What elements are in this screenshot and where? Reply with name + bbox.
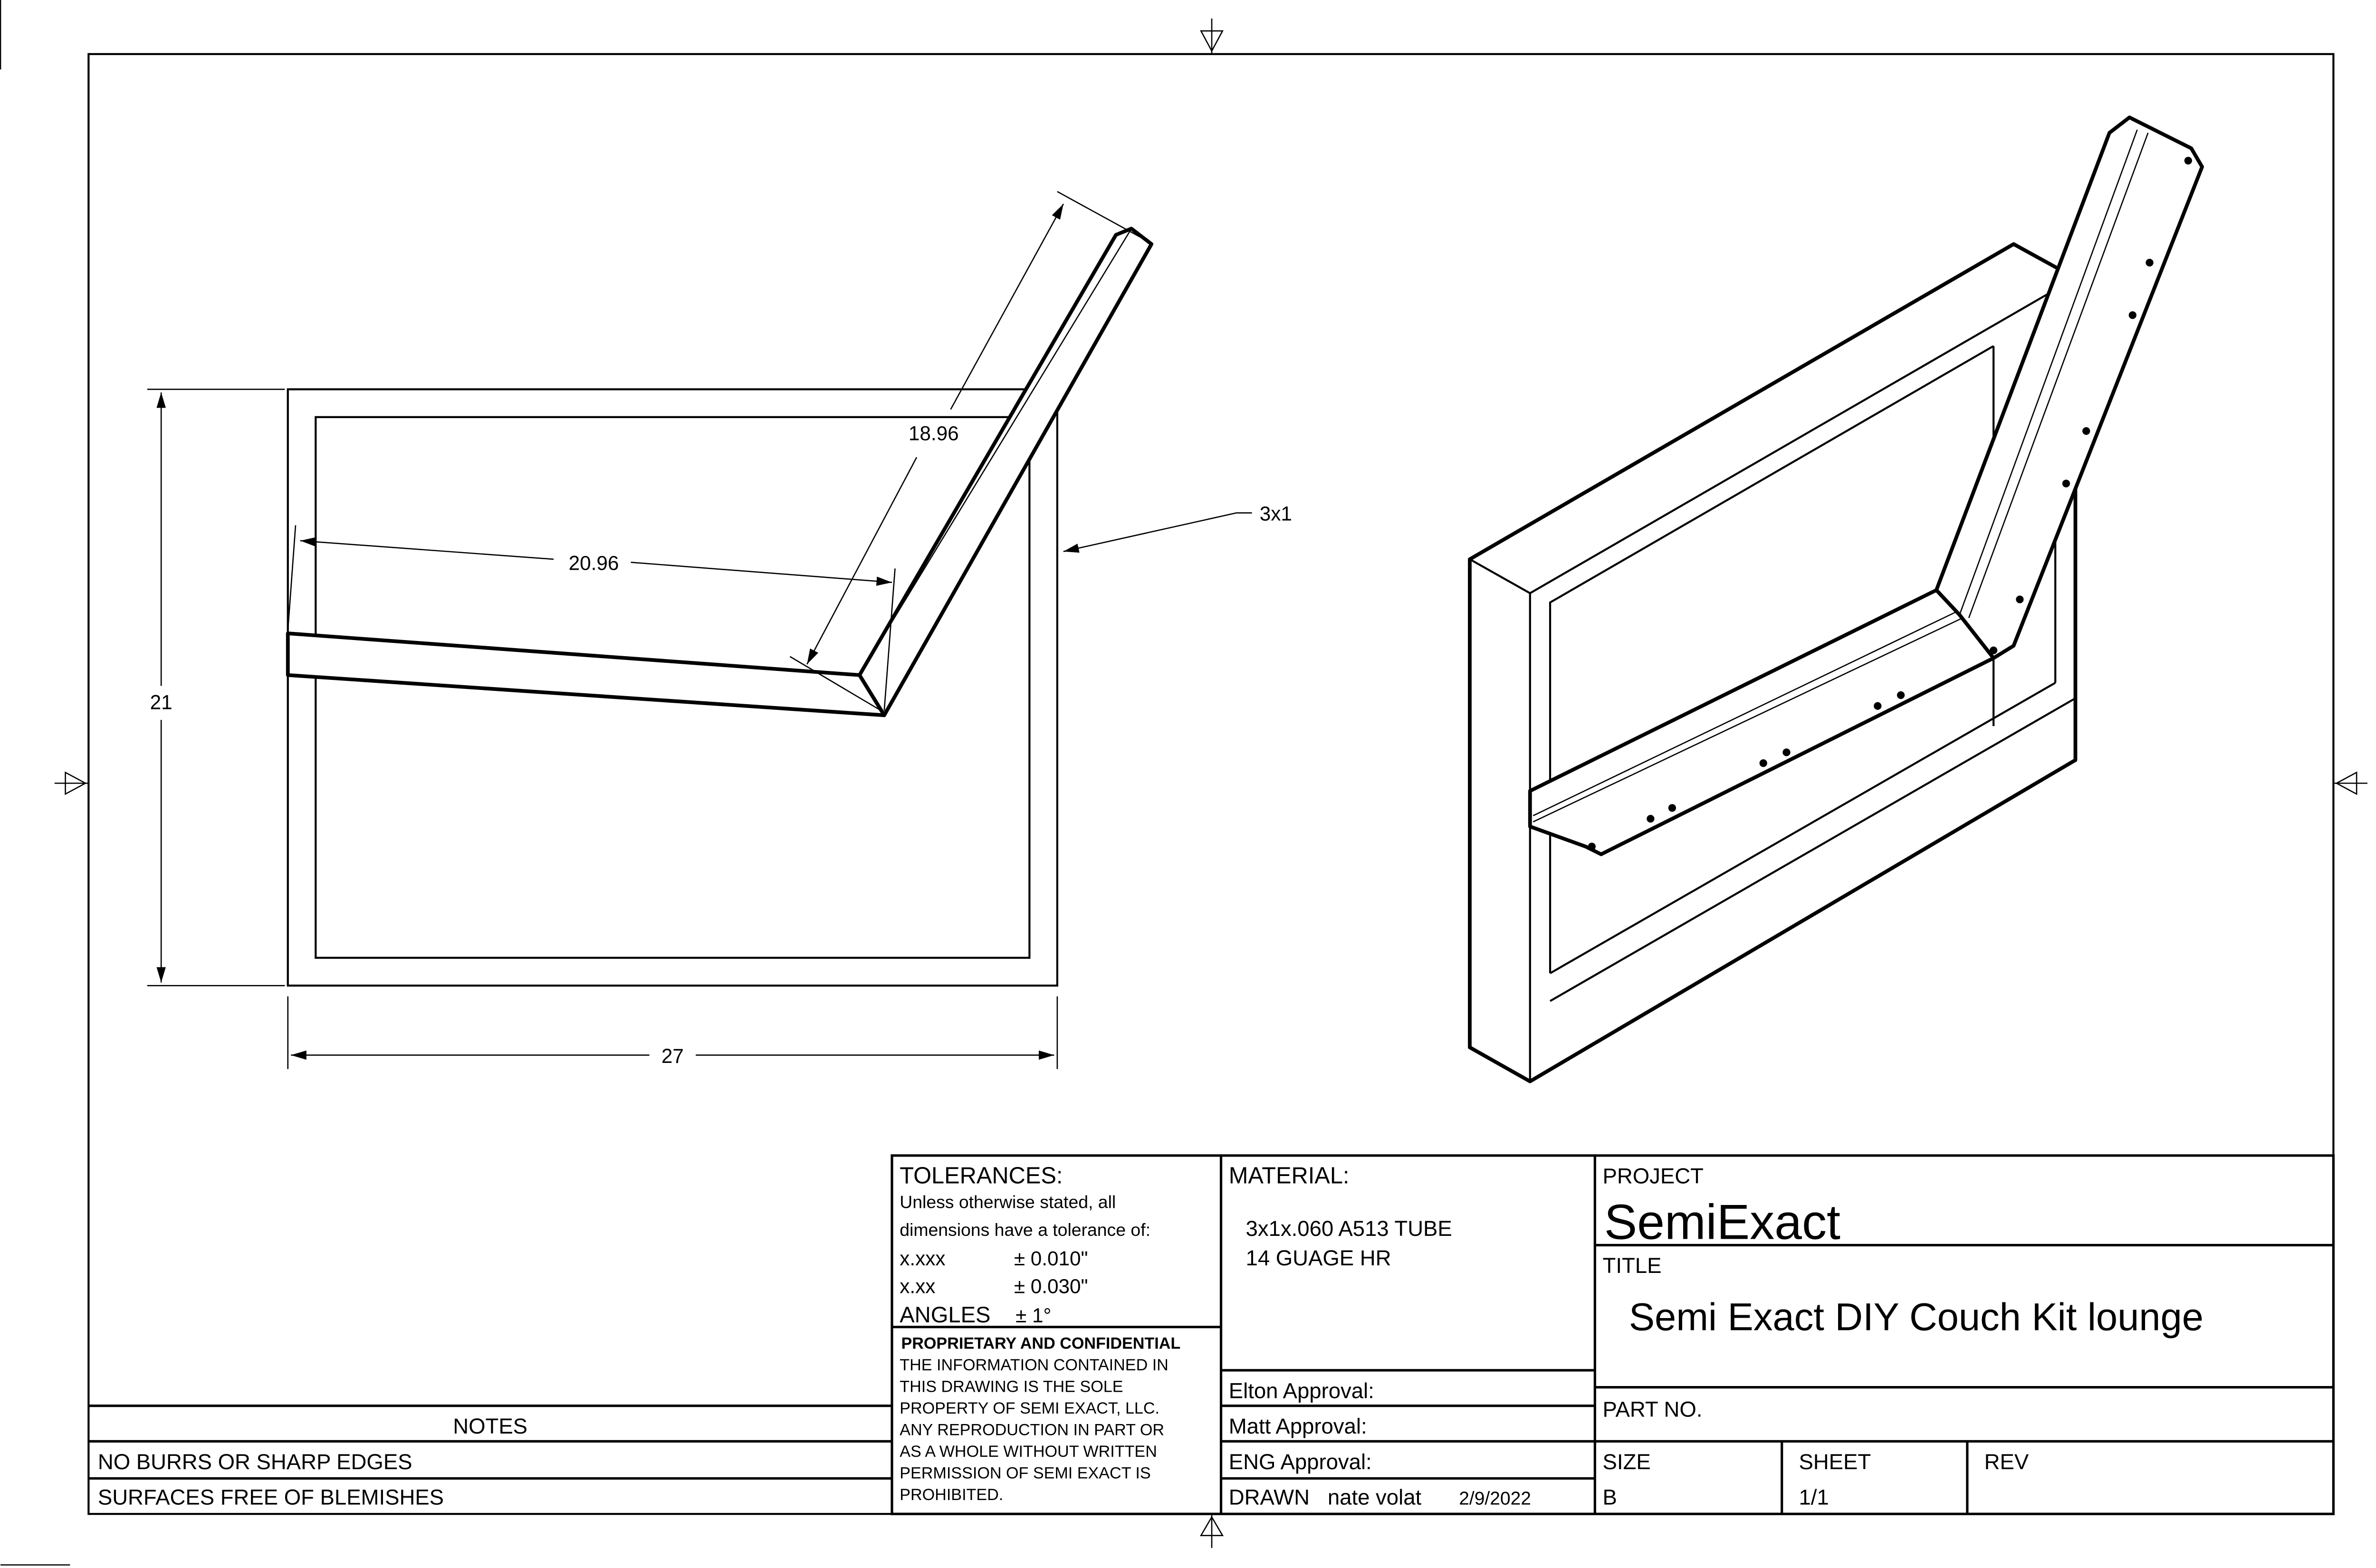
- tolerance-label: x.xxx: [900, 1247, 945, 1270]
- proprietary-header: PROPRIETARY AND CONFIDENTIAL: [901, 1334, 1181, 1352]
- mounting-holes: [1588, 157, 2192, 851]
- proprietary-line: THE INFORMATION CONTAINED IN: [900, 1356, 1169, 1374]
- tolerances-section: TOLERANCES: Unless otherwise stated, all…: [900, 1163, 1150, 1327]
- dim-width-label: 27: [661, 1045, 684, 1067]
- title-block: TOLERANCES: Unless otherwise stated, all…: [891, 1154, 2335, 1515]
- proprietary-section: PROPRIETARY AND CONFIDENTIAL THE INFORMA…: [900, 1334, 1180, 1504]
- tolerance-value: ± 0.030": [1014, 1275, 1088, 1297]
- dim-height-label: 21: [150, 691, 172, 713]
- tolerance-value: ± 1°: [1016, 1304, 1051, 1327]
- size-label: SIZE: [1603, 1450, 1651, 1474]
- notes-block: NOTES NO BURRS OR SHARP EDGES SURFACES F…: [88, 1405, 892, 1510]
- project-name: SemiExact: [1604, 1195, 1840, 1250]
- project-label: PROJECT: [1603, 1164, 1704, 1188]
- tolerances-text: Unless otherwise stated, all: [900, 1192, 1116, 1212]
- tube-callout-label: 3x1: [1260, 503, 1292, 525]
- proprietary-line: THIS DRAWING IS THE SOLE: [900, 1377, 1123, 1396]
- size-value: B: [1603, 1485, 1617, 1510]
- frame-inner: [315, 416, 1031, 959]
- part-no-label: PART NO.: [1603, 1397, 1703, 1421]
- proprietary-line: PERMISSION OF SEMI EXACT IS: [900, 1464, 1150, 1482]
- proprietary-line: PROHIBITED.: [900, 1486, 1003, 1504]
- seat-tube: [286, 631, 886, 717]
- note-item: SURFACES FREE OF BLEMISHES: [98, 1485, 444, 1510]
- drawn-by: nate volat: [1328, 1485, 1422, 1510]
- title-label: TITLE: [1603, 1253, 1662, 1278]
- dimension-height: 21: [147, 389, 285, 986]
- drawn-date: 2/9/2022: [1459, 1489, 1531, 1509]
- tolerances-text: dimensions have a tolerance of:: [900, 1220, 1150, 1240]
- material-header: MATERIAL:: [1229, 1163, 1350, 1188]
- project-section: PROJECT SemiExact TITLE Semi Exact DIY C…: [1603, 1164, 2204, 1509]
- proprietary-line: PROPERTY OF SEMI EXACT, LLC.: [900, 1399, 1159, 1417]
- tolerance-label: ANGLES: [900, 1302, 990, 1327]
- matt-approval-label: Matt Approval:: [1229, 1414, 1367, 1438]
- note-item: NO BURRS OR SHARP EDGES: [98, 1450, 412, 1474]
- material-gauge: 14 GUAGE HR: [1246, 1246, 1391, 1270]
- dimension-seat: 20.96: [287, 525, 896, 711]
- eng-approval-label: ENG Approval:: [1229, 1450, 1372, 1474]
- frame-outer: [287, 388, 1058, 987]
- back-tube: [857, 227, 1154, 717]
- elton-approval-label: Elton Approval:: [1229, 1378, 1374, 1403]
- drawn-label: DRAWN: [1229, 1485, 1310, 1510]
- front-view: 21 27 20.96 18.96: [147, 191, 1292, 1069]
- dim-back-label: 18.96: [909, 422, 959, 445]
- iso-seat-tube: [1528, 588, 1996, 856]
- material-spec: 3x1x.060 A513 TUBE: [1246, 1216, 1452, 1241]
- sheet-value: 1/1: [1799, 1485, 1829, 1510]
- tube-callout: 3x1: [1063, 503, 1292, 553]
- isometric-view: [1468, 115, 2204, 1083]
- notes-header: NOTES: [453, 1414, 527, 1438]
- material-section: MATERIAL: 3x1x.060 A513 TUBE 14 GUAGE HR…: [1229, 1163, 1531, 1509]
- tolerances-header: TOLERANCES:: [900, 1163, 1063, 1188]
- sheet-label: SHEET: [1799, 1450, 1871, 1474]
- dimension-width: 27: [287, 996, 1058, 1069]
- rev-label: REV: [1984, 1450, 2029, 1474]
- tolerance-value: ± 0.010": [1014, 1247, 1088, 1270]
- dim-seat-label: 20.96: [569, 552, 619, 574]
- dimension-back: 18.96: [789, 191, 1154, 711]
- tolerance-label: x.xx: [900, 1275, 935, 1297]
- drawing-title: Semi Exact DIY Couch Kit lounge: [1629, 1295, 2204, 1339]
- proprietary-line: ANY REPRODUCTION IN PART OR: [900, 1421, 1164, 1439]
- proprietary-line: AS A WHOLE WITHOUT WRITTEN: [900, 1443, 1157, 1461]
